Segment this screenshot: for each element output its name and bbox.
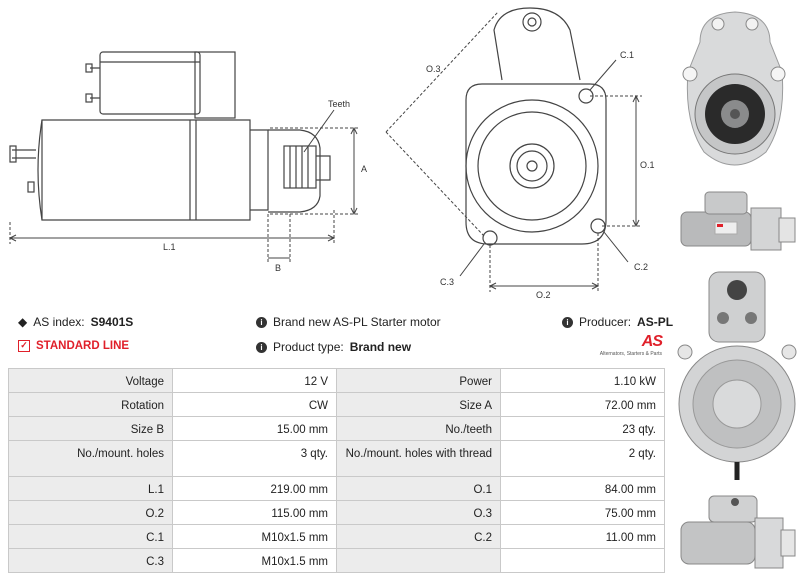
dim-o3-label: O.3 — [426, 64, 441, 74]
spec-key: C.2 — [336, 524, 501, 549]
info-icon: i — [562, 316, 573, 328]
teeth-label: Teeth — [328, 99, 350, 109]
info-icon: i — [256, 341, 267, 353]
spec-key: O.2 — [8, 500, 173, 525]
info-icon: i — [256, 316, 267, 328]
spec-value: 115.00 mm — [172, 500, 337, 525]
producer-row: i Producer: AS-PL — [562, 315, 673, 329]
spec-value: 219.00 mm — [172, 476, 337, 501]
logo-tagline: Alternators, Starters & Parts — [599, 351, 662, 357]
spec-value — [500, 548, 665, 573]
as-index-value: S9401S — [90, 315, 134, 329]
dim-c2-label: C.2 — [634, 262, 648, 272]
spec-value: 72.00 mm — [500, 392, 665, 417]
spec-value: 84.00 mm — [500, 476, 665, 501]
description-text: Brand new AS-PL Starter motor — [273, 315, 441, 329]
spec-key: C.3 — [8, 548, 173, 573]
product-photo-angle[interactable] — [675, 488, 800, 578]
dim-l1-label: L.1 — [163, 242, 176, 252]
producer-value: AS-PL — [637, 315, 674, 329]
dim-a-label: A — [361, 164, 367, 174]
dim-o1-label: O.1 — [640, 160, 655, 170]
spec-key: Rotation — [8, 392, 173, 417]
as-pl-logo: AS Alternators, Starters & Parts — [596, 333, 663, 364]
spec-key: Size A — [336, 392, 501, 417]
producer-label: Producer: — [579, 315, 632, 329]
as-index-label: AS index: — [33, 315, 85, 329]
spec-key: No./teeth — [336, 416, 501, 441]
spec-key: O.3 — [336, 500, 501, 525]
spec-key: C.1 — [8, 524, 173, 549]
spec-value: 3 qty. — [172, 440, 337, 477]
logo-mark: AS — [641, 333, 663, 350]
spec-value: M10x1.5 mm — [172, 524, 337, 549]
front-view-drawing: O.3 C.1 O.1 C.2 C.3 O.2 — [385, 7, 655, 300]
spec-key: O.1 — [336, 476, 501, 501]
dim-b-label: B — [275, 263, 281, 273]
spec-value: 1.10 kW — [500, 368, 665, 393]
spec-value: 12 V — [172, 368, 337, 393]
description-row: i Brand new AS-PL Starter motor — [256, 315, 441, 329]
standard-line-label: STANDARD LINE — [36, 340, 130, 352]
spec-key: No./mount. holes — [8, 440, 173, 477]
spec-value: M10x1.5 mm — [172, 548, 337, 573]
standard-line-row: ✓ STANDARD LINE — [18, 340, 129, 352]
dim-o2-label: O.2 — [536, 290, 551, 300]
spec-value: 23 qty. — [500, 416, 665, 441]
product-photo-rear[interactable] — [675, 268, 800, 483]
spec-key: No./mount. holes with thread — [336, 440, 501, 477]
spec-key: Voltage — [8, 368, 173, 393]
spec-key: Size B — [8, 416, 173, 441]
spec-value: 15.00 mm — [172, 416, 337, 441]
spec-value: 75.00 mm — [500, 500, 665, 525]
product-type-row: i Product type: Brand new — [256, 340, 411, 354]
tag-icon: ◆ — [18, 315, 28, 329]
dim-c1-label: C.1 — [620, 50, 634, 60]
spec-value: CW — [172, 392, 337, 417]
spec-key: Power — [336, 368, 501, 393]
as-index-row: ◆ AS index: S9401S — [18, 315, 133, 329]
checkbox-icon: ✓ — [18, 340, 30, 352]
side-view-drawing: Teeth A L.1 B — [8, 51, 367, 273]
dim-c3-label: C.3 — [440, 277, 454, 287]
product-type-label: Product type: — [273, 340, 344, 354]
spec-key — [336, 548, 501, 573]
product-photo-front[interactable] — [670, 2, 800, 180]
spec-value: 11.00 mm — [500, 524, 665, 549]
product-type-value: Brand new — [349, 340, 412, 354]
spec-value: 2 qty. — [500, 440, 665, 477]
spec-key: L.1 — [8, 476, 173, 501]
product-photo-side[interactable] — [675, 182, 800, 262]
